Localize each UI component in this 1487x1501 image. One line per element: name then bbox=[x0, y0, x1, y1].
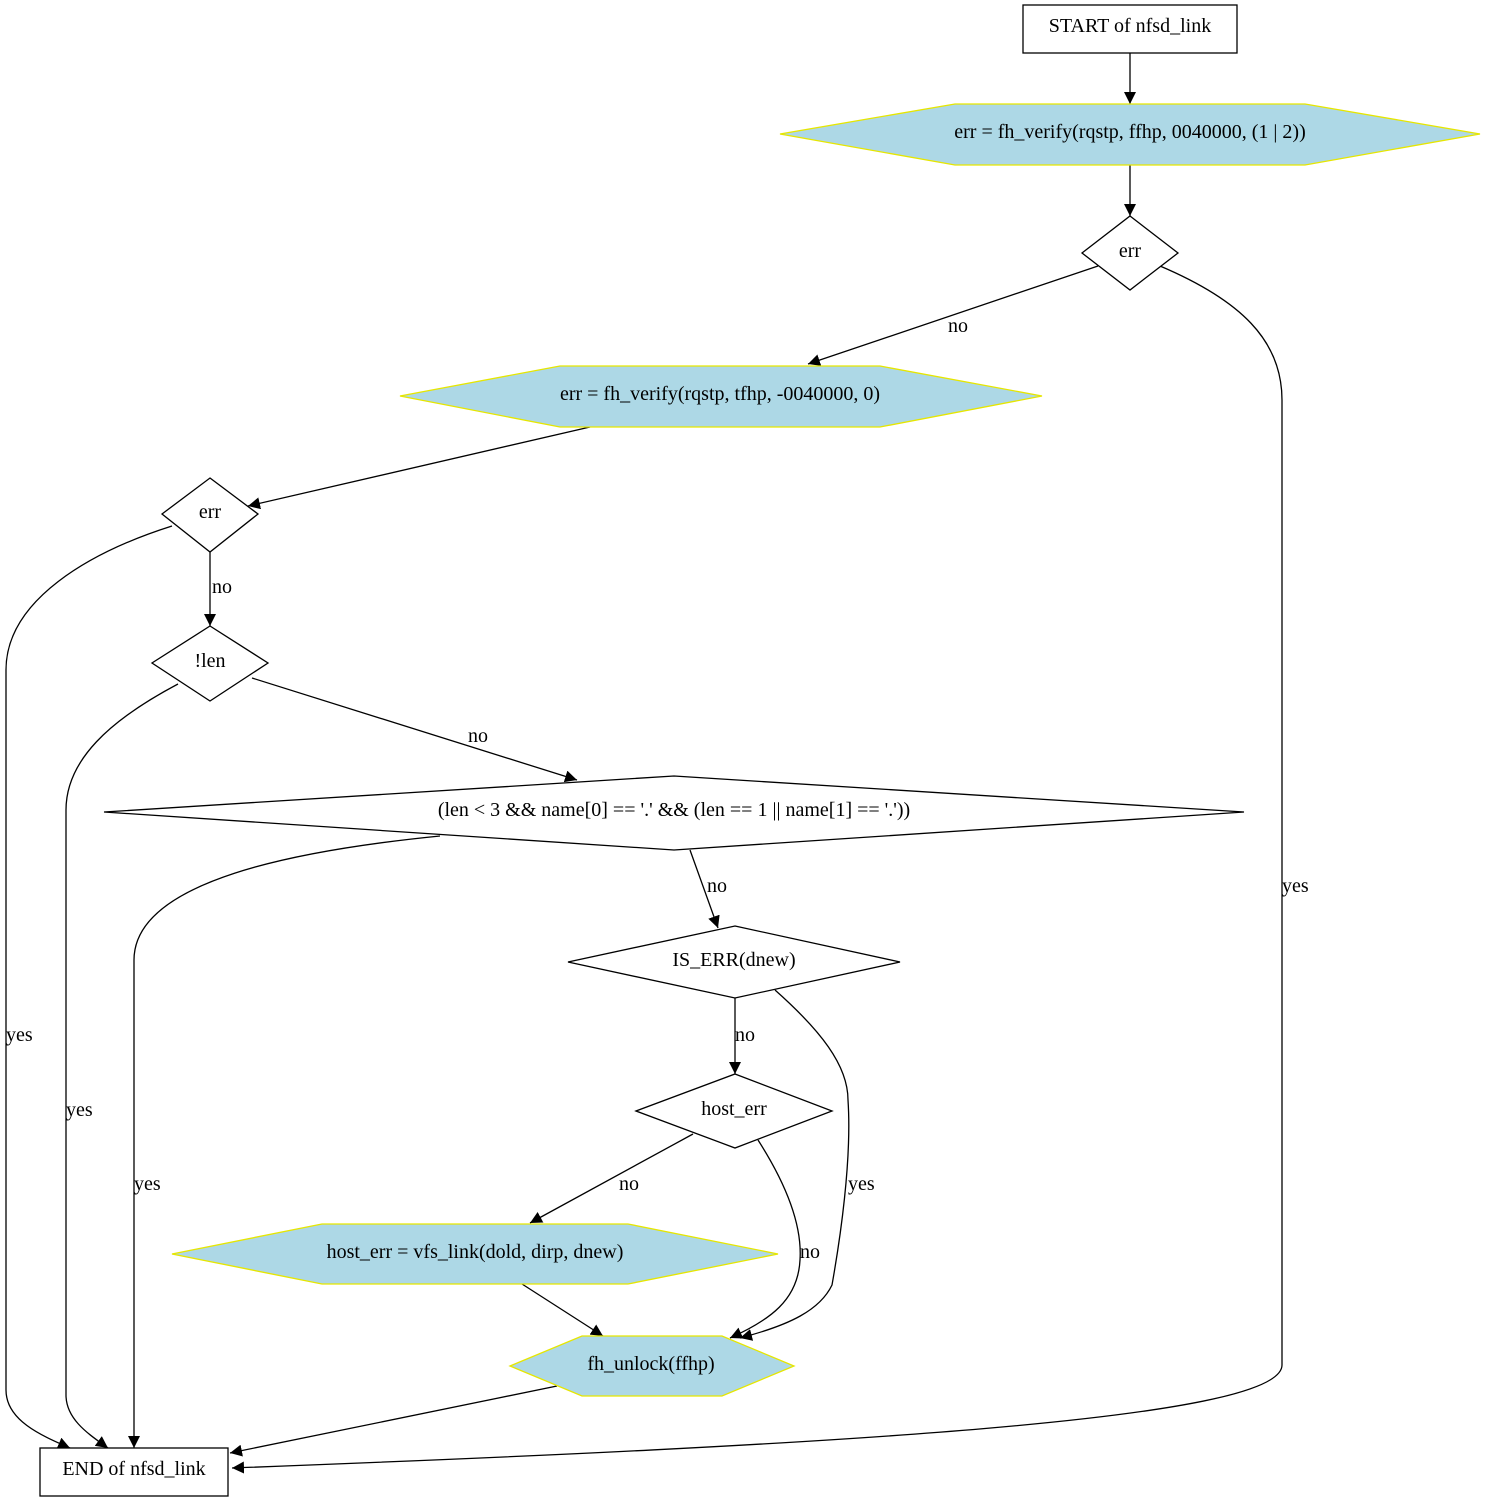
edge-hosterr-no-right bbox=[729, 1139, 801, 1339]
verify-tfhp-node: err = fh_verify(rqstp, tfhp, -0040000, 0… bbox=[399, 365, 1043, 428]
edge-err1-no bbox=[807, 265, 1099, 366]
label-len-no: no bbox=[468, 725, 488, 747]
edges bbox=[5, 53, 1283, 1474]
edge-labels: no yes no yes no yes no yes no yes no no bbox=[6, 315, 1309, 1263]
nodes: START of nfsd_link err = fh_verify(rqstp… bbox=[39, 4, 1481, 1497]
fh-unlock-node: fh_unlock(ffhp) bbox=[508, 1335, 796, 1397]
label-err2-no: no bbox=[212, 576, 232, 598]
vfs-link-label: host_err = vfs_link(dold, dirp, dnew) bbox=[327, 1241, 624, 1263]
not-len-decision-label: !len bbox=[194, 650, 225, 672]
label-err1-no: no bbox=[948, 315, 968, 337]
label-dot-yes: yes bbox=[134, 1173, 161, 1195]
is-err-dnew-label: IS_ERR(dnew) bbox=[672, 949, 795, 971]
edge-len-no bbox=[251, 677, 578, 783]
edge-dot-no bbox=[689, 849, 720, 929]
start-node-label: START of nfsd_link bbox=[1049, 15, 1211, 37]
err1-decision-label: err bbox=[1119, 240, 1142, 262]
label-dot-no: no bbox=[707, 875, 727, 897]
edge-iserr-yes bbox=[739, 989, 850, 1341]
verify-tfhp-label: err = fh_verify(rqstp, tfhp, -0040000, 0… bbox=[560, 383, 880, 405]
dot-check-decision: (len < 3 && name[0] == '.' && (len == 1 … bbox=[103, 775, 1245, 851]
is-err-dnew-decision: IS_ERR(dnew) bbox=[567, 925, 901, 999]
edge-len-yes bbox=[65, 683, 179, 1449]
label-hosterr-no-right: no bbox=[800, 1241, 820, 1263]
edge-hosterr-no-left bbox=[529, 1133, 694, 1224]
edge-err1-yes bbox=[231, 265, 1283, 1474]
label-hosterr-no-left: no bbox=[619, 1173, 639, 1195]
verify-ffhp-label: err = fh_verify(rqstp, ffhp, 0040000, (1… bbox=[954, 121, 1306, 143]
host-err-decision: host_err bbox=[634, 1073, 834, 1149]
fh-unlock-label: fh_unlock(ffhp) bbox=[587, 1353, 714, 1375]
edge-vfs-link-to-unlock bbox=[521, 1283, 604, 1337]
end-node: END of nfsd_link bbox=[39, 1447, 229, 1497]
err1-decision: err bbox=[1080, 215, 1180, 291]
edge-err2-yes bbox=[5, 525, 173, 1449]
err2-decision: err bbox=[160, 477, 260, 553]
start-node: START of nfsd_link bbox=[1022, 4, 1238, 54]
label-err1-yes: yes bbox=[1282, 875, 1309, 897]
not-len-decision: !len bbox=[150, 625, 270, 702]
edge-dot-yes bbox=[128, 835, 441, 1448]
label-iserr-yes: yes bbox=[848, 1173, 875, 1195]
label-iserr-no: no bbox=[735, 1024, 755, 1046]
err2-decision-label: err bbox=[199, 501, 222, 523]
vfs-link-node: host_err = vfs_link(dold, dirp, dnew) bbox=[171, 1223, 779, 1285]
edge-verify-tfhp-to-err2 bbox=[247, 426, 591, 510]
host-err-label: host_err bbox=[701, 1098, 767, 1120]
verify-ffhp-node: err = fh_verify(rqstp, ffhp, 0040000, (1… bbox=[779, 103, 1481, 166]
edge-unlock-to-end bbox=[229, 1385, 558, 1457]
label-len-yes: yes bbox=[66, 1099, 93, 1121]
end-node-label: END of nfsd_link bbox=[62, 1458, 205, 1480]
label-err2-yes: yes bbox=[6, 1024, 33, 1046]
dot-check-decision-label: (len < 3 && name[0] == '.' && (len == 1 … bbox=[438, 799, 910, 821]
